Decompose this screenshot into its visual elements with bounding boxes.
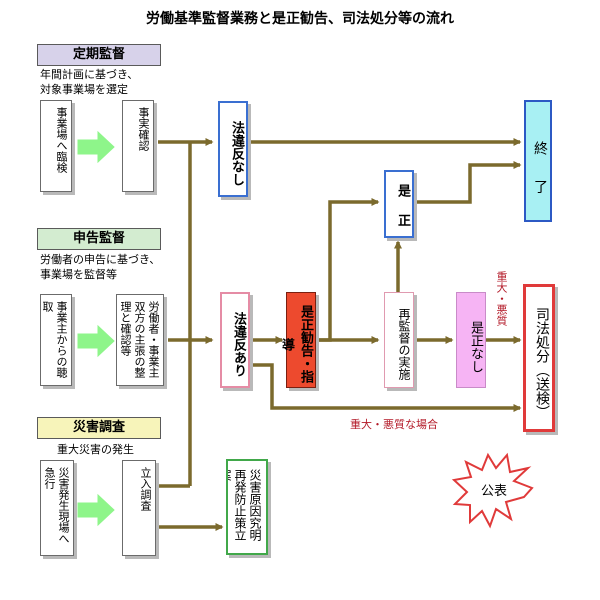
regular-desc-line2: 対象事業場を選定 bbox=[40, 83, 128, 96]
publication-starburst bbox=[451, 452, 534, 529]
connector-corrected-end bbox=[413, 161, 522, 204]
accident-step-entry: 立入調査 bbox=[122, 460, 156, 556]
connector-serious-judicial bbox=[252, 363, 522, 412]
accident-investigation-header: 災害調査 bbox=[37, 417, 161, 439]
node-judicial: 司法処分（送検） bbox=[523, 284, 555, 432]
block-arrow-report bbox=[77, 324, 115, 358]
page-title: 労働基準監督業務と是正勧告、司法処分等の流れ bbox=[146, 11, 454, 27]
regular-step-fact-check: 事実確認 bbox=[122, 100, 154, 192]
regular-inspection-header: 定期監督 bbox=[37, 44, 161, 66]
block-arrow-accident bbox=[77, 493, 115, 527]
node-corrected: 是 正 bbox=[384, 170, 414, 238]
label-serious-short: 重大・悪質 bbox=[495, 271, 508, 326]
node-no-violation: 法違反なし bbox=[218, 101, 248, 197]
node-recommendation: 是正勧告・指導 bbox=[279, 292, 316, 388]
node-accident-outcome: 災害原因究明再発防止策立案 bbox=[226, 459, 268, 555]
publication-label: 公表 bbox=[480, 483, 507, 499]
report-step-organize: 労働者・事業主双方の主張の整理と確認等 bbox=[116, 294, 164, 386]
report-desc-line2: 事業場を監督等 bbox=[40, 268, 117, 281]
report-step-hearing: 事業主からの聴取 bbox=[40, 294, 72, 386]
regular-step-visit: 事業場へ臨検 bbox=[40, 100, 72, 192]
regular-inspection-description: 年間計画に基づき、 対象事業場を選定 bbox=[40, 67, 200, 97]
regular-desc-line1: 年間計画に基づき、 bbox=[40, 68, 139, 81]
node-end: 終 了 bbox=[524, 100, 552, 222]
node-not-corrected: 是正なし bbox=[456, 292, 486, 388]
node-reinspection: 再監督の実施 bbox=[384, 292, 414, 388]
accident-step-rush: 災害発生現場へ急行 bbox=[40, 460, 74, 556]
block-arrow-regular bbox=[77, 130, 115, 164]
label-serious-long: 重大・悪質な場合 bbox=[350, 418, 438, 431]
node-violation: 法違反あり bbox=[220, 292, 250, 388]
report-inspection-description: 労働者の申告に基づき、 事業場を監督等 bbox=[40, 252, 200, 282]
report-desc-line1: 労働者の申告に基づき、 bbox=[40, 253, 161, 266]
connector-recommendation-corrected bbox=[318, 198, 380, 342]
report-inspection-header: 申告監督 bbox=[37, 228, 161, 250]
accident-description: 重大災害の発生 bbox=[57, 443, 134, 456]
